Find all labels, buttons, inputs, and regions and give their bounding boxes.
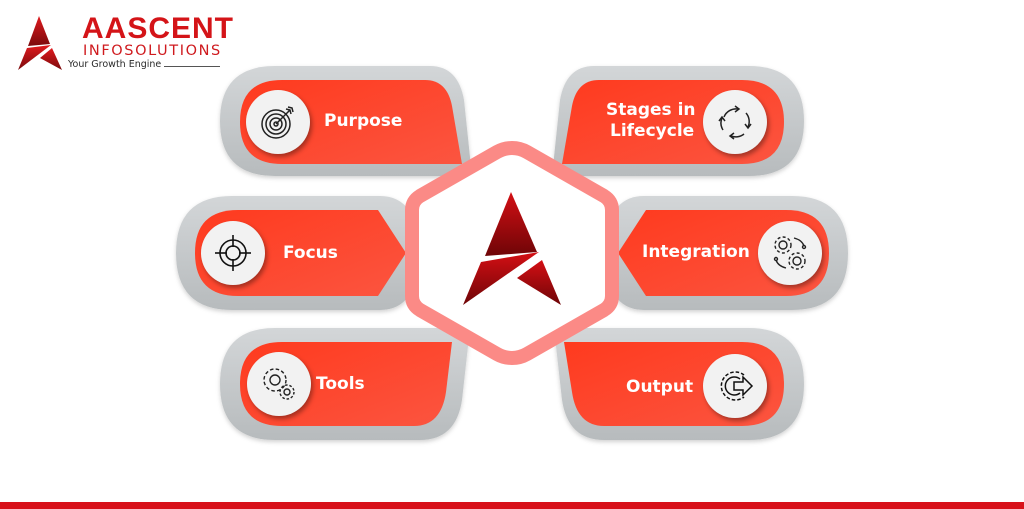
card-label-stages-line2: Lifecycle	[610, 121, 695, 141]
card-label-stages-line1: Stages in	[606, 100, 696, 120]
brand-logo: AASCENT INFOSOLUTIONS Your Growth Engine	[14, 14, 234, 74]
card-label-integration: Integration	[642, 242, 750, 262]
bottom-accent-bar	[0, 502, 1024, 509]
gears-icon	[247, 352, 311, 416]
card-label-tools: Tools	[316, 374, 365, 394]
card-label-focus: Focus	[283, 243, 338, 263]
gear-output-arrow-icon	[703, 354, 767, 418]
brand-tagline: Your Growth Engine	[68, 59, 162, 70]
tagline-divider	[164, 66, 220, 67]
brand-subtitle: INFOSOLUTIONS	[83, 43, 222, 59]
target-arrow-icon	[246, 90, 310, 154]
aascent-a-mark-icon	[463, 192, 561, 305]
crosshair-icon	[201, 221, 265, 285]
card-label-output: Output	[626, 377, 694, 397]
aascent-logo-icon	[18, 16, 62, 70]
connected-gears-icon	[758, 221, 822, 285]
card-label-purpose: Purpose	[324, 111, 403, 131]
cycle-arrows-icon	[703, 90, 767, 154]
brand-name: AASCENT	[82, 12, 235, 45]
